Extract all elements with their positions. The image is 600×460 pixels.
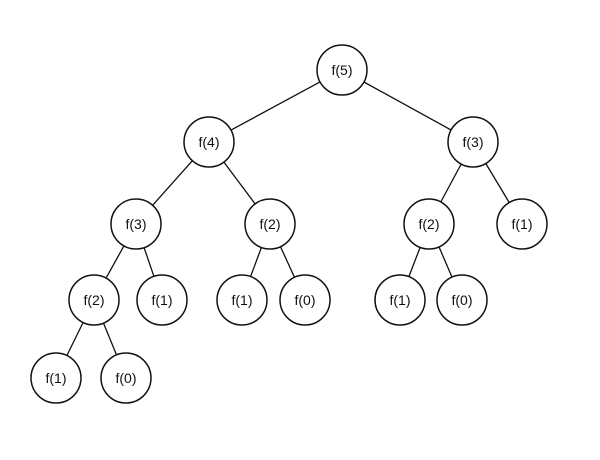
tree-node-label: f(5) <box>332 62 353 78</box>
tree-edge <box>438 246 453 278</box>
tree-node-label: f(1) <box>232 292 253 308</box>
tree-edges <box>66 81 510 356</box>
tree-node: f(1) <box>374 274 426 326</box>
tree-edge <box>408 247 421 277</box>
tree-node-label: f(2) <box>84 292 105 308</box>
tree-node: f(3) <box>110 198 162 250</box>
tree-nodes: f(5) f(4) f(3) f(3) f(2) f(2) f(1) f(2) f(1) f(1)… <box>30 44 548 404</box>
tree-node-label: f(1) <box>46 370 67 386</box>
tree-node-circle <box>316 44 368 96</box>
tree-node-label: f(3) <box>126 216 147 232</box>
tree-node-label: f(4) <box>199 134 220 150</box>
tree-edge <box>230 81 321 131</box>
tree-node-circle <box>100 352 152 404</box>
tree-edge <box>440 163 462 203</box>
tree-node-circle <box>244 198 296 250</box>
tree-node-circle <box>447 116 499 168</box>
tree-node: f(0) <box>100 352 152 404</box>
tree-edge <box>143 247 155 277</box>
tree-node: f(1) <box>496 198 548 250</box>
tree-node: f(2) <box>244 198 296 250</box>
tree-node: f(3) <box>447 116 499 168</box>
tree-node: f(1) <box>30 352 82 404</box>
tree-node-label: f(1) <box>152 292 173 308</box>
tree-node-circle <box>496 198 548 250</box>
tree-edge <box>249 247 263 277</box>
tree-node-circle <box>136 274 188 326</box>
tree-node: f(4) <box>183 116 235 168</box>
tree-node-label: f(0) <box>116 370 137 386</box>
tree-edge <box>66 322 84 356</box>
tree-node: f(1) <box>136 274 188 326</box>
tree-edge <box>279 246 296 278</box>
tree-node-label: f(1) <box>512 216 533 232</box>
tree-node-circle <box>110 198 162 250</box>
tree-node-circle <box>216 274 268 326</box>
tree-edge <box>105 245 125 279</box>
tree-node: f(0) <box>279 274 331 326</box>
tree-node-label: f(0) <box>452 292 473 308</box>
tree-node-label: f(2) <box>260 216 281 232</box>
tree-node-circle <box>30 352 82 404</box>
tree-node-circle <box>68 274 120 326</box>
tree-node: f(2) <box>403 198 455 250</box>
tree-node-circle <box>403 198 455 250</box>
tree-node-circle <box>183 116 235 168</box>
tree-node-label: f(2) <box>419 216 440 232</box>
tree-node-circle <box>279 274 331 326</box>
tree-node-label: f(1) <box>390 292 411 308</box>
tree-node: f(1) <box>216 274 268 326</box>
tree-node-circle <box>374 274 426 326</box>
tree-edge <box>363 81 452 131</box>
tree-node-circle <box>436 274 488 326</box>
tree-node-label: f(0) <box>295 292 316 308</box>
tree-node: f(2) <box>68 274 120 326</box>
tree-node: f(0) <box>436 274 488 326</box>
tree-node-label: f(3) <box>463 134 484 150</box>
tree-edge <box>152 160 193 206</box>
tree-edge <box>485 163 510 203</box>
tree-edge <box>223 161 256 205</box>
tree-edge <box>102 322 118 356</box>
tree-node: f(5) <box>316 44 368 96</box>
